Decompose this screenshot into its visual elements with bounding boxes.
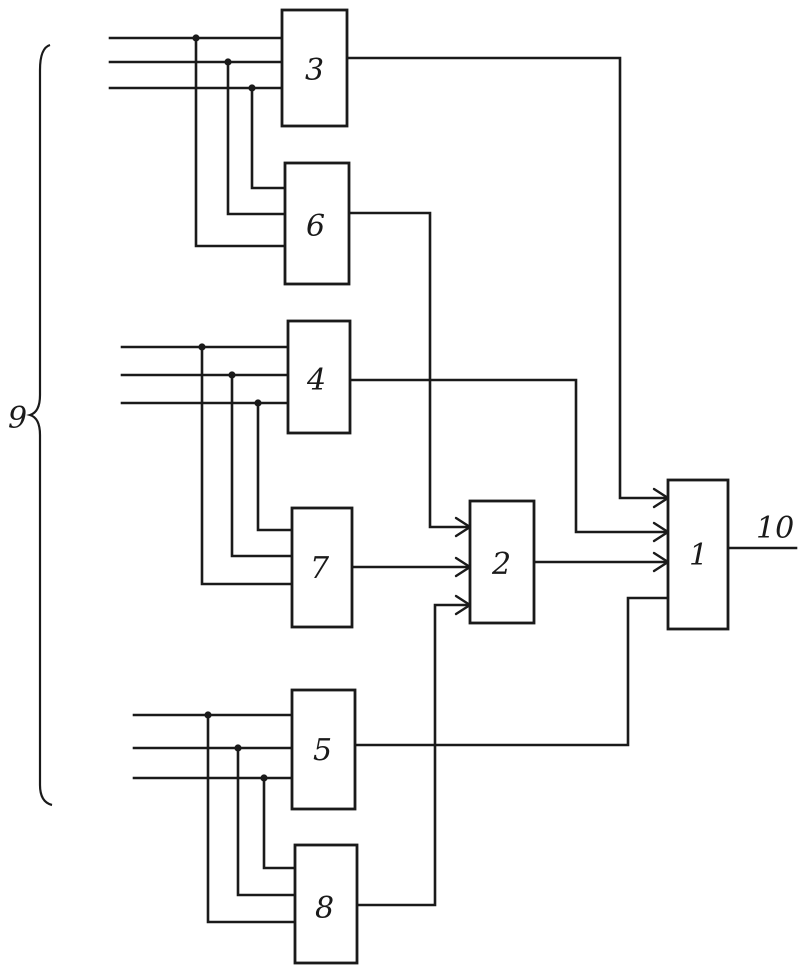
block-2: 2	[470, 501, 534, 623]
block-5-label: 5	[313, 733, 332, 768]
block-3: 3	[282, 10, 347, 126]
block-6-label: 6	[306, 209, 325, 244]
block-8: 8	[295, 845, 357, 963]
input-group-brace	[30, 45, 52, 805]
block-7-label: 7	[310, 551, 330, 586]
block-8-label: 8	[315, 891, 334, 926]
block-7: 7	[292, 508, 352, 627]
block-1-label: 1	[689, 538, 708, 573]
block-4-label: 4	[306, 363, 326, 398]
input-lines-group-b	[122, 343, 292, 584]
label-input-group: 9	[8, 401, 27, 436]
block-5: 5	[292, 690, 355, 809]
block-3-label: 3	[305, 53, 324, 88]
input-lines-group-c	[134, 711, 295, 922]
label-output: 10	[756, 511, 794, 546]
input-lines-group-a	[110, 34, 285, 246]
block-4: 4	[288, 321, 350, 433]
block-6: 6	[285, 163, 349, 284]
block-1: 1	[668, 480, 728, 629]
block-2-label: 2	[491, 547, 511, 582]
